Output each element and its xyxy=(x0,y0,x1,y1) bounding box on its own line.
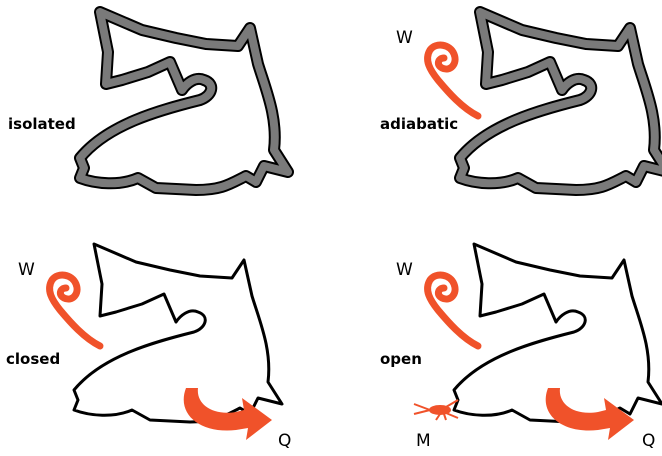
mass-label: M xyxy=(416,431,431,451)
panel-isolated: isolated xyxy=(8,12,288,190)
work-label: W xyxy=(18,260,35,280)
spiral-work-icon xyxy=(50,275,100,346)
shrimp-icon xyxy=(414,400,458,420)
panel-adiabatic: W adiabatic xyxy=(380,12,662,190)
spiral-work-icon xyxy=(428,275,478,346)
panel-open: W Q M open xyxy=(380,244,662,451)
label-isolated: isolated xyxy=(8,115,76,133)
curved-heat-arrow-icon xyxy=(184,388,272,440)
heat-label: Q xyxy=(642,431,655,451)
spiral-work-icon xyxy=(428,45,478,116)
label-closed: closed xyxy=(6,350,60,368)
curved-heat-arrow-icon xyxy=(546,388,634,440)
fish-outline xyxy=(74,244,282,422)
label-adiabatic: adiabatic xyxy=(380,115,458,133)
work-label: W xyxy=(396,260,413,280)
label-open: open xyxy=(380,350,422,368)
work-label: W xyxy=(396,28,413,48)
panel-closed: W Q closed xyxy=(6,244,291,451)
heat-label: Q xyxy=(278,431,291,451)
